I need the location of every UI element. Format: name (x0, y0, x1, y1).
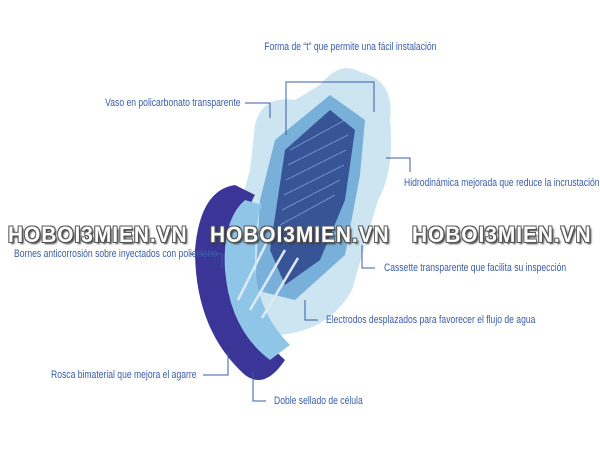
label-vessel: Vaso en policarbonato transparente (104, 97, 240, 109)
label-hydrodynamics: Hidrodinámica mejorada que reduce la inc… (404, 177, 600, 189)
label-t-shape: Forma de “t” que permite una fácil insta… (264, 41, 437, 53)
label-electrodes: Electrodos desplazados para favorecer el… (326, 314, 536, 326)
watermark: HOBOI3MIEN.VN (412, 222, 592, 247)
cap-inner (224, 200, 290, 360)
label-terminals: Bornes anticorrosión sobre inyectados co… (14, 248, 218, 260)
electrode-plates (270, 110, 355, 285)
watermark: HOBOI3MIEN.VN (8, 222, 188, 247)
label-seal: Doble sellado de célula (274, 395, 363, 407)
label-thread: Rosca bimaterial que mejora el agarre (50, 369, 196, 381)
label-cassette: Cassette transparente que facilita su in… (384, 262, 567, 274)
watermark: HOBOI3MIEN.VN (210, 222, 390, 247)
leader-lines (190, 81, 411, 402)
